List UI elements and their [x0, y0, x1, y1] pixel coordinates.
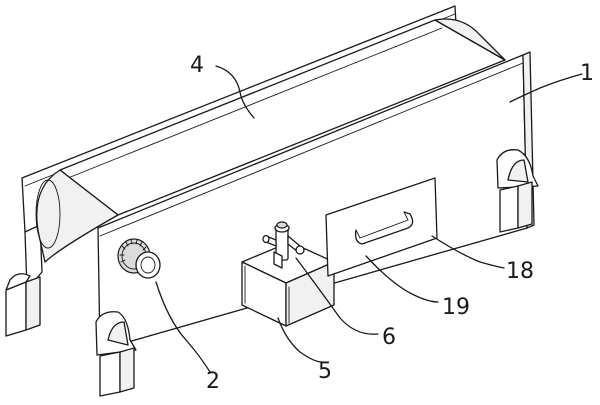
leader-2	[155, 281, 211, 373]
conveyor-belt	[35, 18, 506, 263]
electric-box	[241, 241, 335, 327]
control-knob	[117, 238, 161, 279]
label-2: 2	[206, 369, 220, 394]
front-left-leg	[95, 311, 137, 397]
label-19: 19	[442, 295, 470, 320]
leader-6	[295, 257, 379, 335]
front-right-leg	[496, 149, 539, 233]
leader-18	[431, 235, 505, 269]
reference-numerals: 4 1 2 5 6 19 18	[190, 53, 594, 394]
leader-19	[365, 255, 439, 303]
leader-4	[215, 65, 255, 119]
drawer-handle	[354, 211, 414, 245]
label-5: 5	[318, 359, 332, 384]
label-18: 18	[506, 259, 534, 284]
label-4: 4	[190, 53, 204, 78]
leader-5	[277, 317, 323, 363]
label-6: 6	[382, 325, 396, 350]
rear-left-leg	[5, 273, 41, 337]
label-1: 1	[580, 61, 594, 86]
leader-lines	[155, 65, 583, 373]
valve-switch	[262, 221, 305, 269]
access-panel	[325, 177, 438, 277]
leader-1	[509, 73, 583, 103]
